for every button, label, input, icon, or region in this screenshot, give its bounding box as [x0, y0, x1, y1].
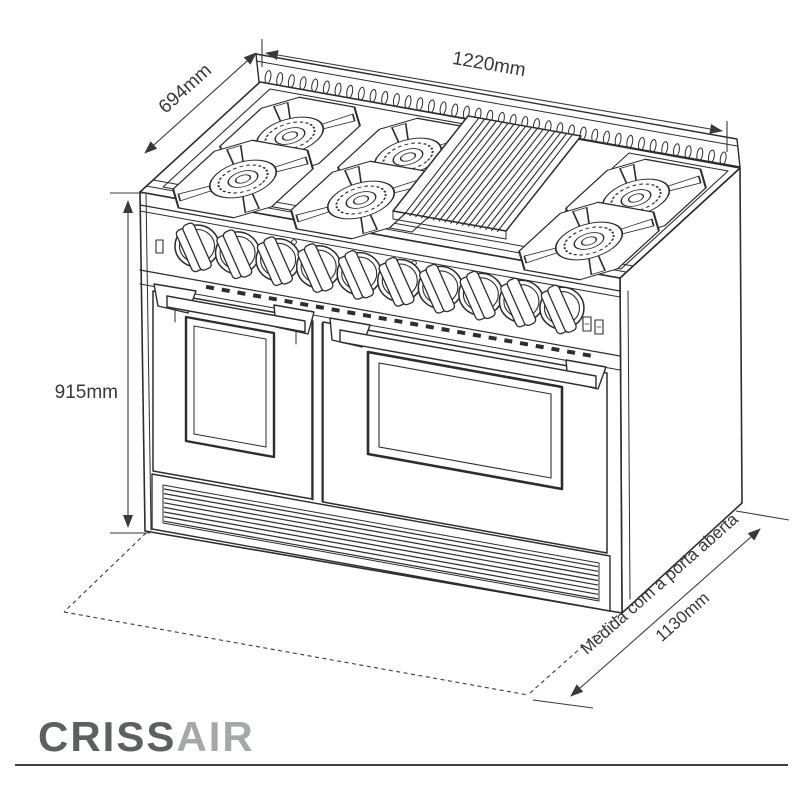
vent-grille	[151, 473, 611, 612]
control-panel	[139, 204, 621, 371]
oven-door-left	[152, 283, 315, 500]
oven-light-switch	[594, 319, 604, 335]
griddle-rib	[415, 119, 491, 218]
trim-dash	[472, 332, 482, 338]
griddle-rib	[426, 121, 503, 220]
vent-slat	[163, 511, 599, 591]
trim-dash	[237, 290, 246, 296]
griddle-rib	[455, 127, 532, 225]
trim-dash	[488, 335, 497, 341]
griddle-rib	[479, 131, 556, 230]
door-handle	[339, 329, 597, 389]
dimension-width-label: 1220mm	[451, 48, 527, 81]
door-window	[366, 350, 564, 491]
trim-dash	[315, 304, 325, 310]
dimension-depth-label: 694mm	[155, 60, 216, 118]
range-body	[139, 53, 743, 614]
trim-dash	[456, 329, 466, 336]
vent-slat	[163, 520, 599, 600]
vent-slat	[163, 488, 599, 568]
hinge-trim-strip	[205, 284, 592, 358]
griddle-rib	[409, 118, 486, 217]
griddle-rib	[432, 122, 509, 221]
griddle-rib	[438, 124, 515, 222]
oven-door-right	[322, 317, 608, 554]
griddle-rib	[473, 130, 550, 229]
griddle-rib	[485, 132, 561, 231]
griddle-rib	[461, 128, 538, 226]
trim-dash	[331, 307, 340, 313]
griddle-rib	[450, 126, 526, 224]
trim-dash	[378, 315, 387, 322]
trim-dash	[252, 293, 262, 299]
griddle-rib	[420, 120, 497, 219]
griddle-rib	[403, 117, 480, 216]
vent-slat	[163, 506, 599, 586]
griddle-rib	[444, 125, 521, 223]
griddle	[392, 115, 582, 240]
brand-logo-light: AIR	[176, 713, 254, 760]
trim-dash	[284, 298, 293, 305]
brand-logo-dark: CRISS	[38, 713, 176, 760]
trim-dash	[535, 343, 544, 350]
igniter-switch	[155, 239, 164, 254]
trim-dash	[519, 341, 529, 347]
trim-dash	[205, 284, 215, 291]
griddle-rib	[467, 129, 544, 228]
dimension-height: 915mm	[55, 192, 150, 534]
trim-dash	[268, 296, 278, 302]
dimension-height-label: 915mm	[55, 382, 118, 403]
vent-slat	[163, 502, 599, 582]
trim-dash	[347, 310, 356, 316]
trim-dash	[504, 338, 513, 344]
trim-dash	[425, 324, 435, 330]
vent-slat	[163, 516, 599, 595]
trim-dash	[362, 312, 372, 319]
trim-dash	[566, 349, 576, 355]
griddle-rib	[490, 133, 567, 232]
trim-dash	[441, 327, 450, 333]
trim-dash	[221, 287, 230, 294]
door-handle	[166, 295, 306, 333]
oven-light-switch	[582, 316, 592, 332]
trim-dash	[299, 301, 309, 308]
trim-dash	[551, 346, 560, 353]
brand-logo: CRISSAIR	[15, 713, 788, 766]
griddle-rib	[496, 134, 573, 233]
vent-slat	[163, 493, 599, 572]
trim-dash	[409, 321, 419, 327]
trim-dash	[582, 352, 592, 358]
vent-slat	[163, 497, 599, 577]
svg-text:CRISSAIR: CRISSAIR	[38, 713, 255, 760]
door-window	[184, 315, 276, 459]
trim-dash	[394, 318, 403, 324]
